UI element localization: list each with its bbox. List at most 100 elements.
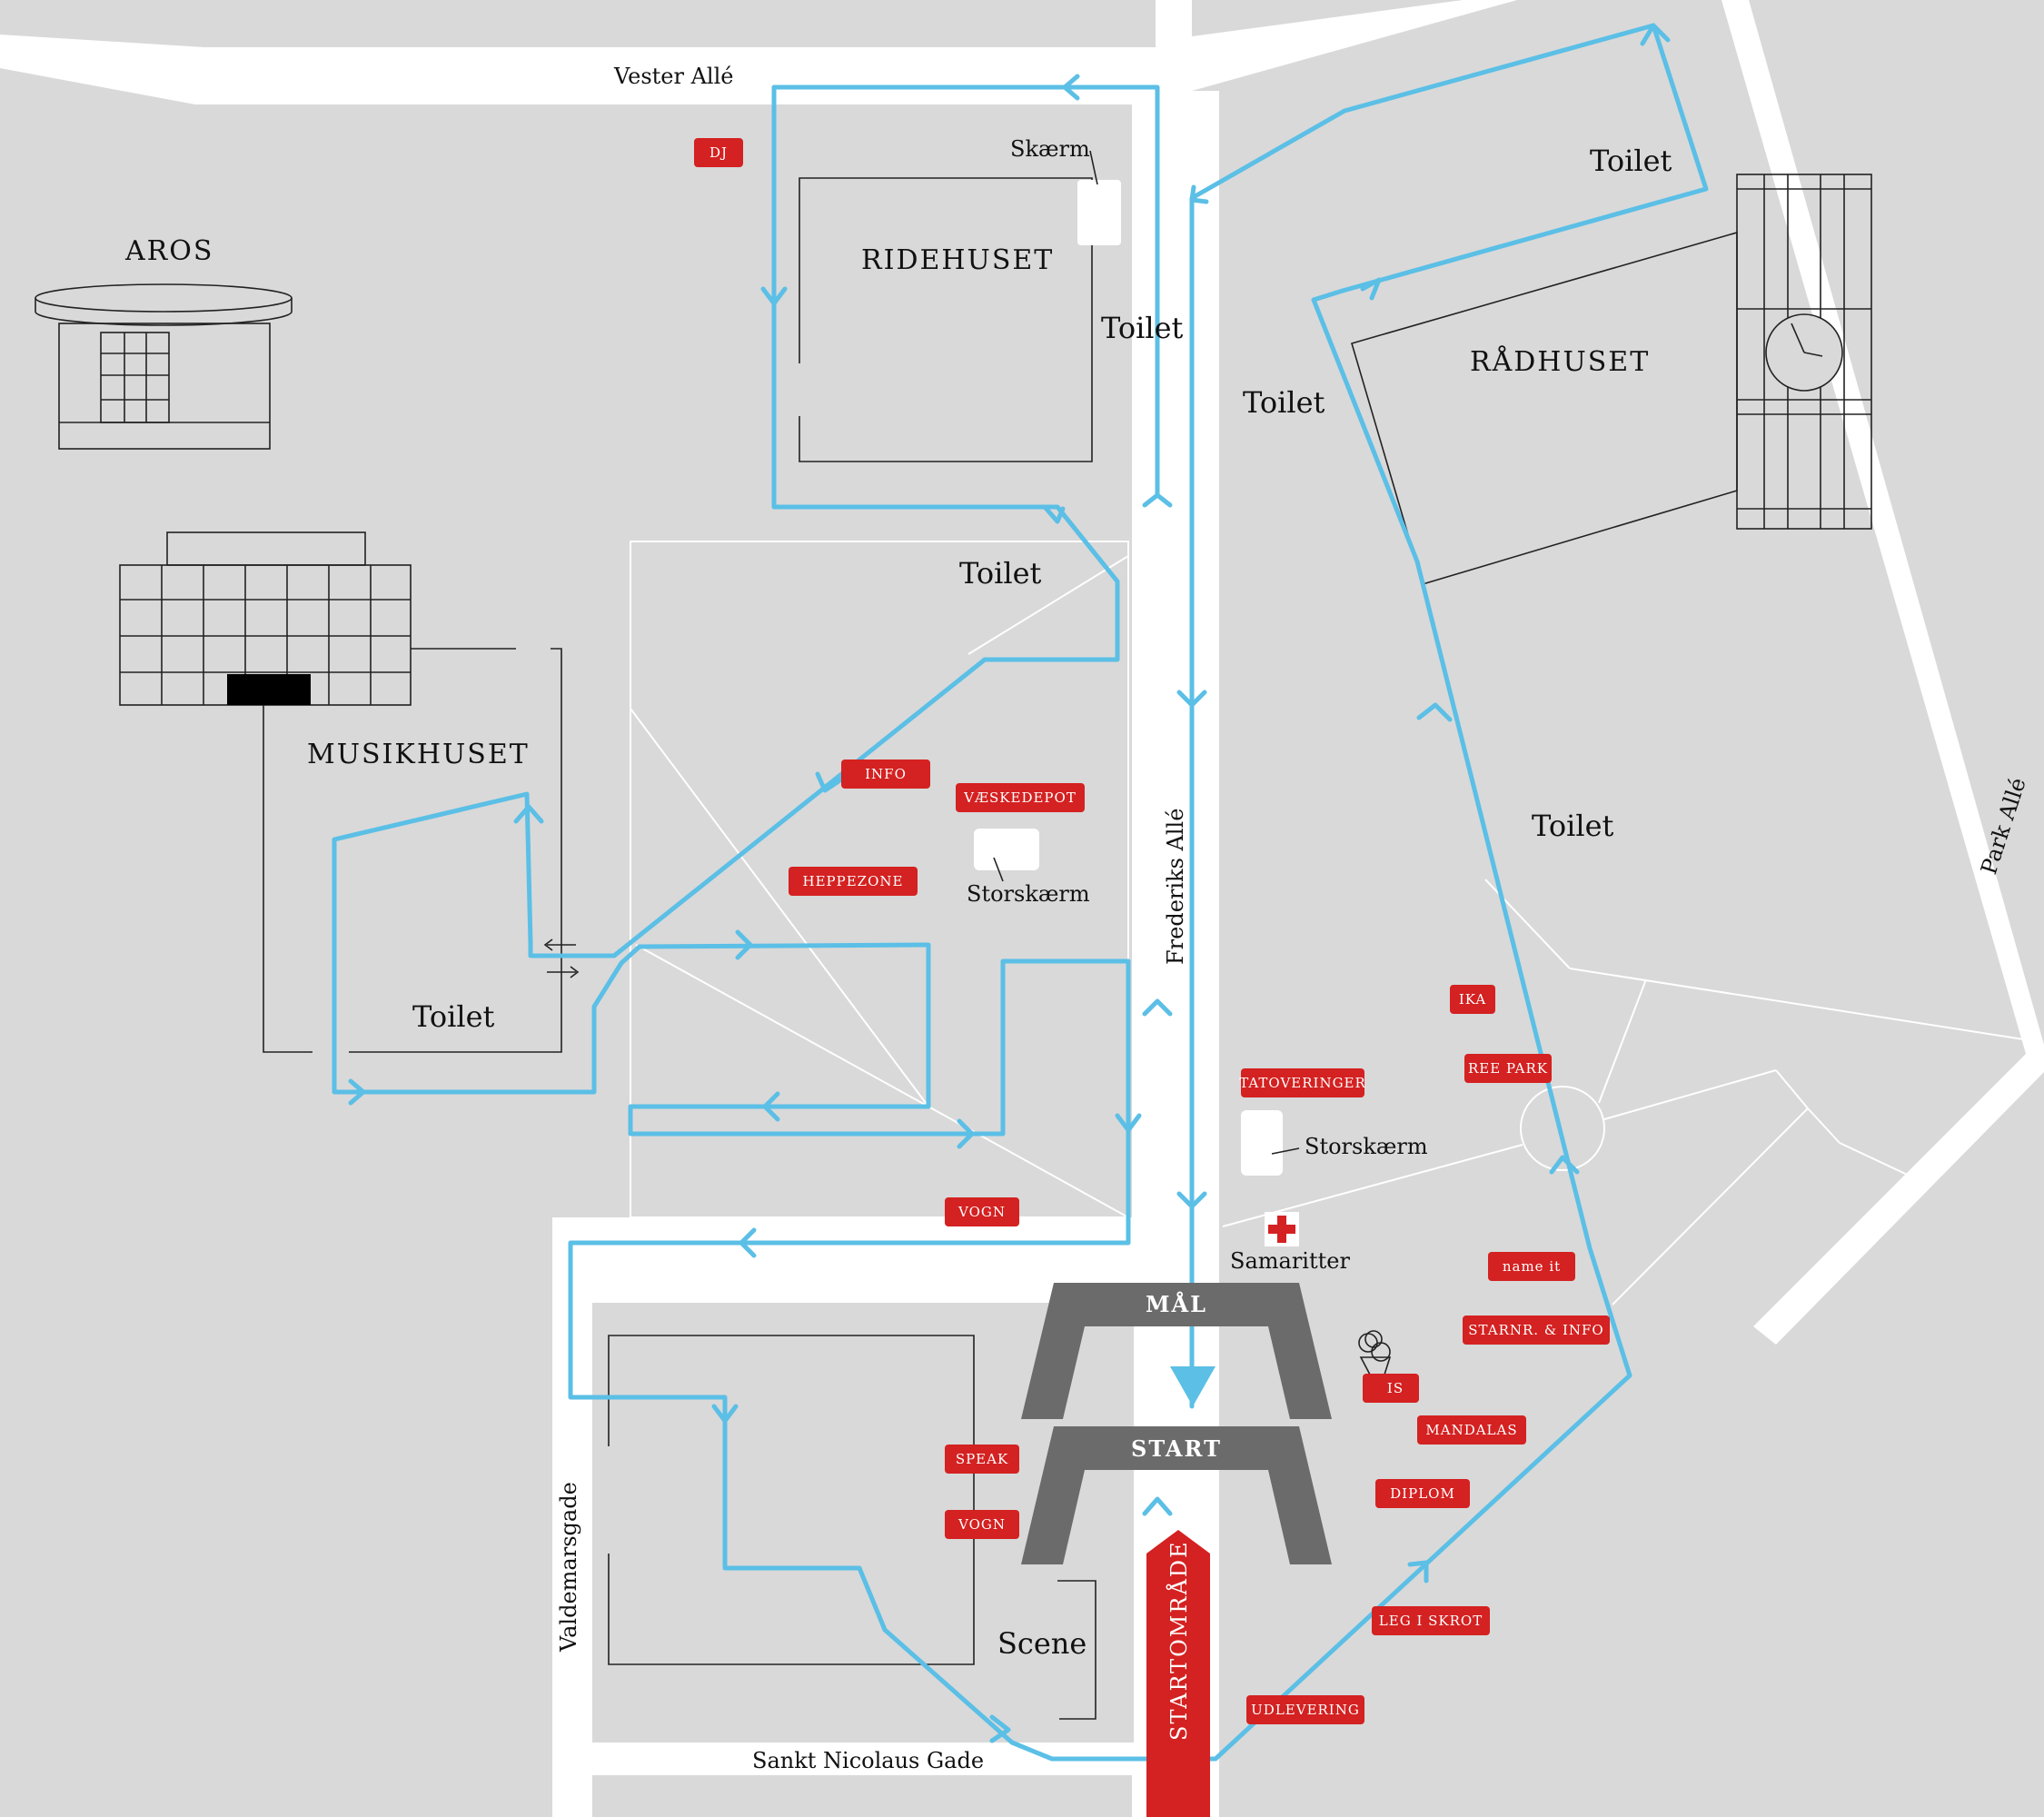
road-top-right — [1192, 0, 1517, 91]
svg-text:TATOVERINGER: TATOVERINGER — [1239, 1075, 1366, 1091]
route-arrow — [1407, 1560, 1429, 1584]
building-ridehuset-label: RIDEHUSET — [861, 244, 1054, 276]
tag-diplom: DIPLOM — [1375, 1479, 1470, 1508]
route-arrow — [711, 1404, 739, 1424]
tag-vaeskedepot: VÆSKEDEPOT — [956, 783, 1085, 812]
storskaerm-screen-1 — [974, 829, 1039, 870]
toilet-label: Toilet — [1243, 385, 1325, 420]
toilet-label: Toilet — [1590, 144, 1672, 178]
svg-text:SPEAK: SPEAK — [956, 1451, 1008, 1467]
svg-text:MANDALAS: MANDALAS — [1425, 1422, 1517, 1438]
street-valdemarsgade: Valdemarsgade — [556, 1482, 581, 1653]
svg-text:DJ: DJ — [709, 144, 728, 161]
poi-tags: DJ INFO VÆSKEDEPOT HEPPEZONE VOGN SPEAK … — [694, 138, 1610, 1724]
storskaerm-label-2: Storskærm — [1305, 1134, 1428, 1159]
direction-markers — [543, 938, 580, 978]
tag-info: INFO — [841, 760, 930, 789]
svg-text:REE PARK: REE PARK — [1468, 1060, 1548, 1077]
tag-dj: DJ — [694, 138, 743, 167]
tag-ika: IKA — [1450, 985, 1495, 1014]
route-arrow — [1176, 690, 1207, 708]
ridehuset-building — [799, 150, 1121, 462]
route-arrow — [1549, 1155, 1580, 1175]
road-lower-cross — [552, 1217, 1134, 1303]
route-arrow — [957, 1118, 975, 1149]
svg-text:STARNR. & INFO: STARNR. & INFO — [1468, 1322, 1603, 1338]
raadhuset-building — [1351, 174, 1872, 585]
musikhuset-building — [119, 531, 562, 1053]
route-arrow — [1142, 1496, 1173, 1516]
svg-text:IS: IS — [1387, 1380, 1404, 1396]
tag-is: IS — [1363, 1374, 1419, 1403]
route-arrow — [1416, 702, 1453, 722]
start-area: STARTOMRÅDE — [1146, 1530, 1210, 1817]
start-gate: START — [1021, 1426, 1332, 1564]
road-sankt-nicolaus-gade — [552, 1743, 1134, 1775]
area-labels: Skærm Storskærm Storskærm Samaritter Sce… — [412, 136, 1672, 1661]
route-arrow — [1062, 74, 1080, 101]
building-musikhuset-label: MUSIKHUSET — [307, 739, 530, 770]
route-arrow — [1176, 1191, 1207, 1209]
plaza-outline — [630, 541, 1129, 1218]
race-route — [332, 23, 1709, 1762]
building-aros-label: AROS — [124, 235, 213, 267]
route-arrow — [735, 929, 753, 960]
tag-udlevering: UDLEVERING — [1246, 1695, 1364, 1724]
toilet-label: Toilet — [1532, 809, 1614, 843]
tag-mandalas: MANDALAS — [1417, 1415, 1526, 1445]
park-lines — [630, 541, 2036, 1306]
street-sankt-nicolaus-gade: Sankt Nicolaus Gade — [752, 1748, 984, 1773]
svg-text:HEPPEZONE: HEPPEZONE — [803, 873, 904, 889]
route-arrow — [513, 804, 544, 824]
svg-text:INFO: INFO — [865, 766, 907, 782]
storskaerm-label-1: Storskærm — [967, 881, 1090, 907]
start-label: START — [1131, 1435, 1222, 1462]
tag-vogn-1: VOGN — [945, 1197, 1019, 1226]
route-arrow — [1142, 492, 1173, 508]
building-raadhuset-label: RÅDHUSET — [1470, 345, 1650, 378]
road-frederiks-alle-west — [1132, 104, 1156, 1817]
svg-text:UDLEVERING: UDLEVERING — [1251, 1702, 1360, 1718]
tag-heppezone: HEPPEZONE — [789, 867, 918, 896]
route-arrow — [815, 771, 844, 793]
tag-speak: SPEAK — [945, 1445, 1019, 1474]
route-arrow — [1189, 184, 1209, 204]
storskaerm-screen-2 — [1241, 1110, 1283, 1176]
svg-text:VOGN: VOGN — [958, 1204, 1006, 1220]
svg-text:VÆSKEDEPOT: VÆSKEDEPOT — [963, 789, 1077, 806]
tag-tatoveringer: TATOVERINGER — [1239, 1068, 1366, 1097]
finish-arrow — [1170, 1366, 1215, 1406]
svg-text:LEG I SKROT: LEG I SKROT — [1379, 1613, 1483, 1629]
road-frederiks-alle-east — [1192, 91, 1219, 1817]
route-arrow — [1640, 23, 1671, 46]
finish-label: MÅL — [1146, 1291, 1207, 1317]
aros-building — [35, 283, 293, 450]
toilet-label: Toilet — [412, 999, 495, 1034]
road-frederiks-alle-center — [1156, 0, 1192, 1817]
tag-leg-i-skrot: LEG I SKROT — [1372, 1606, 1490, 1635]
route-arrow — [760, 286, 788, 306]
tag-startnr-info: STARNR. & INFO — [1463, 1316, 1610, 1345]
samaritter-icon — [1265, 1212, 1299, 1246]
svg-text:DIPLOM: DIPLOM — [1390, 1485, 1455, 1502]
lower-area — [608, 1335, 1096, 1720]
route-arrow — [739, 1227, 757, 1258]
toilet-label: Toilet — [959, 556, 1042, 591]
toilet-label: Toilet — [1101, 311, 1184, 345]
tag-ree-park: REE PARK — [1464, 1054, 1552, 1083]
svg-text:name it: name it — [1503, 1258, 1561, 1275]
skaerm-label: Skærm — [1010, 136, 1090, 162]
route-arrow — [1142, 998, 1173, 1017]
svg-text:IKA: IKA — [1459, 991, 1486, 1008]
start-area-label: STARTOMRÅDE — [1166, 1540, 1192, 1741]
street-frederiks-alle: Frederiks Allé — [1163, 809, 1188, 965]
route-arrow — [1042, 504, 1066, 524]
street-vester-alle: Vester Allé — [613, 64, 733, 89]
route-arrow — [1360, 277, 1382, 301]
samaritter-label: Samaritter — [1230, 1248, 1350, 1274]
building-labels: AROS RIDEHUSET MUSIKHUSET RÅDHUSET — [124, 235, 1650, 770]
route-arrow — [762, 1091, 780, 1122]
route-arrow — [348, 1078, 366, 1106]
tag-vogn-2: VOGN — [945, 1510, 1019, 1539]
